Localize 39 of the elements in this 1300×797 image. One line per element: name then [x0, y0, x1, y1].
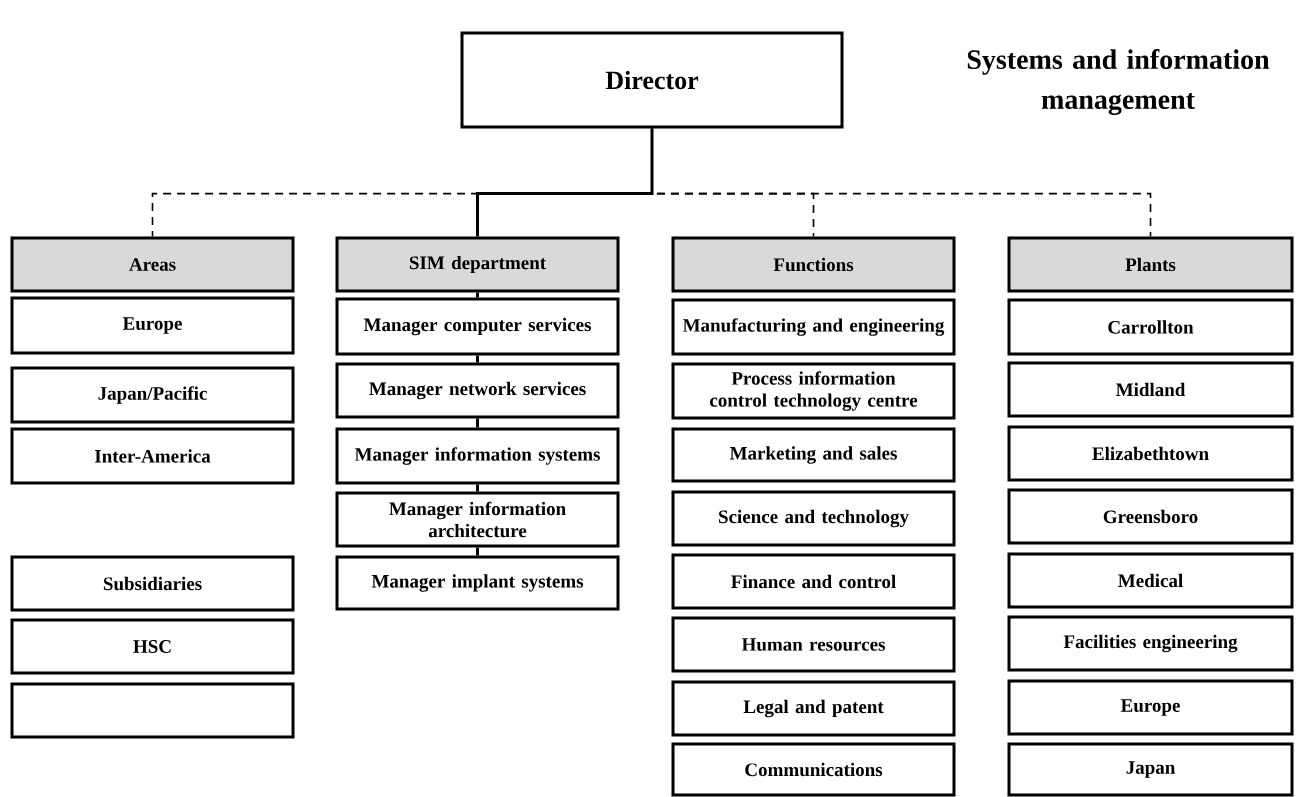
position-box: HSC [10, 618, 295, 675]
position-box: Process information control technology centre [671, 362, 956, 420]
position-box: Elizabethtown [1007, 425, 1294, 482]
position-box: Japan [1007, 742, 1294, 797]
connector [476, 547, 479, 556]
position-box: Japan/Pacific [10, 366, 295, 424]
position-box: Europe [1007, 679, 1294, 736]
position-box: Manager information architecture [335, 491, 620, 548]
connector [476, 484, 479, 492]
position-box: Carrollton [1007, 298, 1294, 356]
position-box: Manager information systems [335, 427, 620, 485]
connector [476, 418, 479, 428]
position-box: Human resources [671, 616, 956, 673]
connector [476, 355, 479, 363]
position-box: Europe [10, 296, 295, 355]
position-box: Legal and patent [671, 680, 956, 737]
empty-box [10, 682, 295, 739]
header-box: Areas [10, 236, 295, 293]
position-box: Medical [1007, 552, 1294, 609]
position-box: Manufacturing and engineering [671, 298, 956, 356]
position-box: Midland [1007, 361, 1294, 418]
position-box: Manager computer services [335, 297, 620, 356]
position-box: Manager implant systems [335, 555, 620, 611]
header-box: Plants [1007, 236, 1294, 293]
title: Systems and information management [967, 49, 1270, 115]
position-box: Facilities engineering [1007, 615, 1294, 672]
position-box: Manager network services [335, 362, 620, 419]
position-box: Subsidiaries [10, 555, 295, 612]
position-box: Finance and control [671, 553, 956, 610]
connector [476, 292, 479, 298]
position-box: Marketing and sales [671, 427, 956, 483]
position-box: Inter-America [10, 427, 295, 485]
header-box: SIM department [335, 236, 620, 293]
header-box: Functions [671, 236, 956, 293]
position-box: Communications [671, 742, 956, 797]
director-box: Director [460, 31, 844, 129]
connector [476, 128, 654, 237]
position-box: Science and technology [671, 490, 956, 547]
position-box: Greensboro [1007, 488, 1294, 545]
